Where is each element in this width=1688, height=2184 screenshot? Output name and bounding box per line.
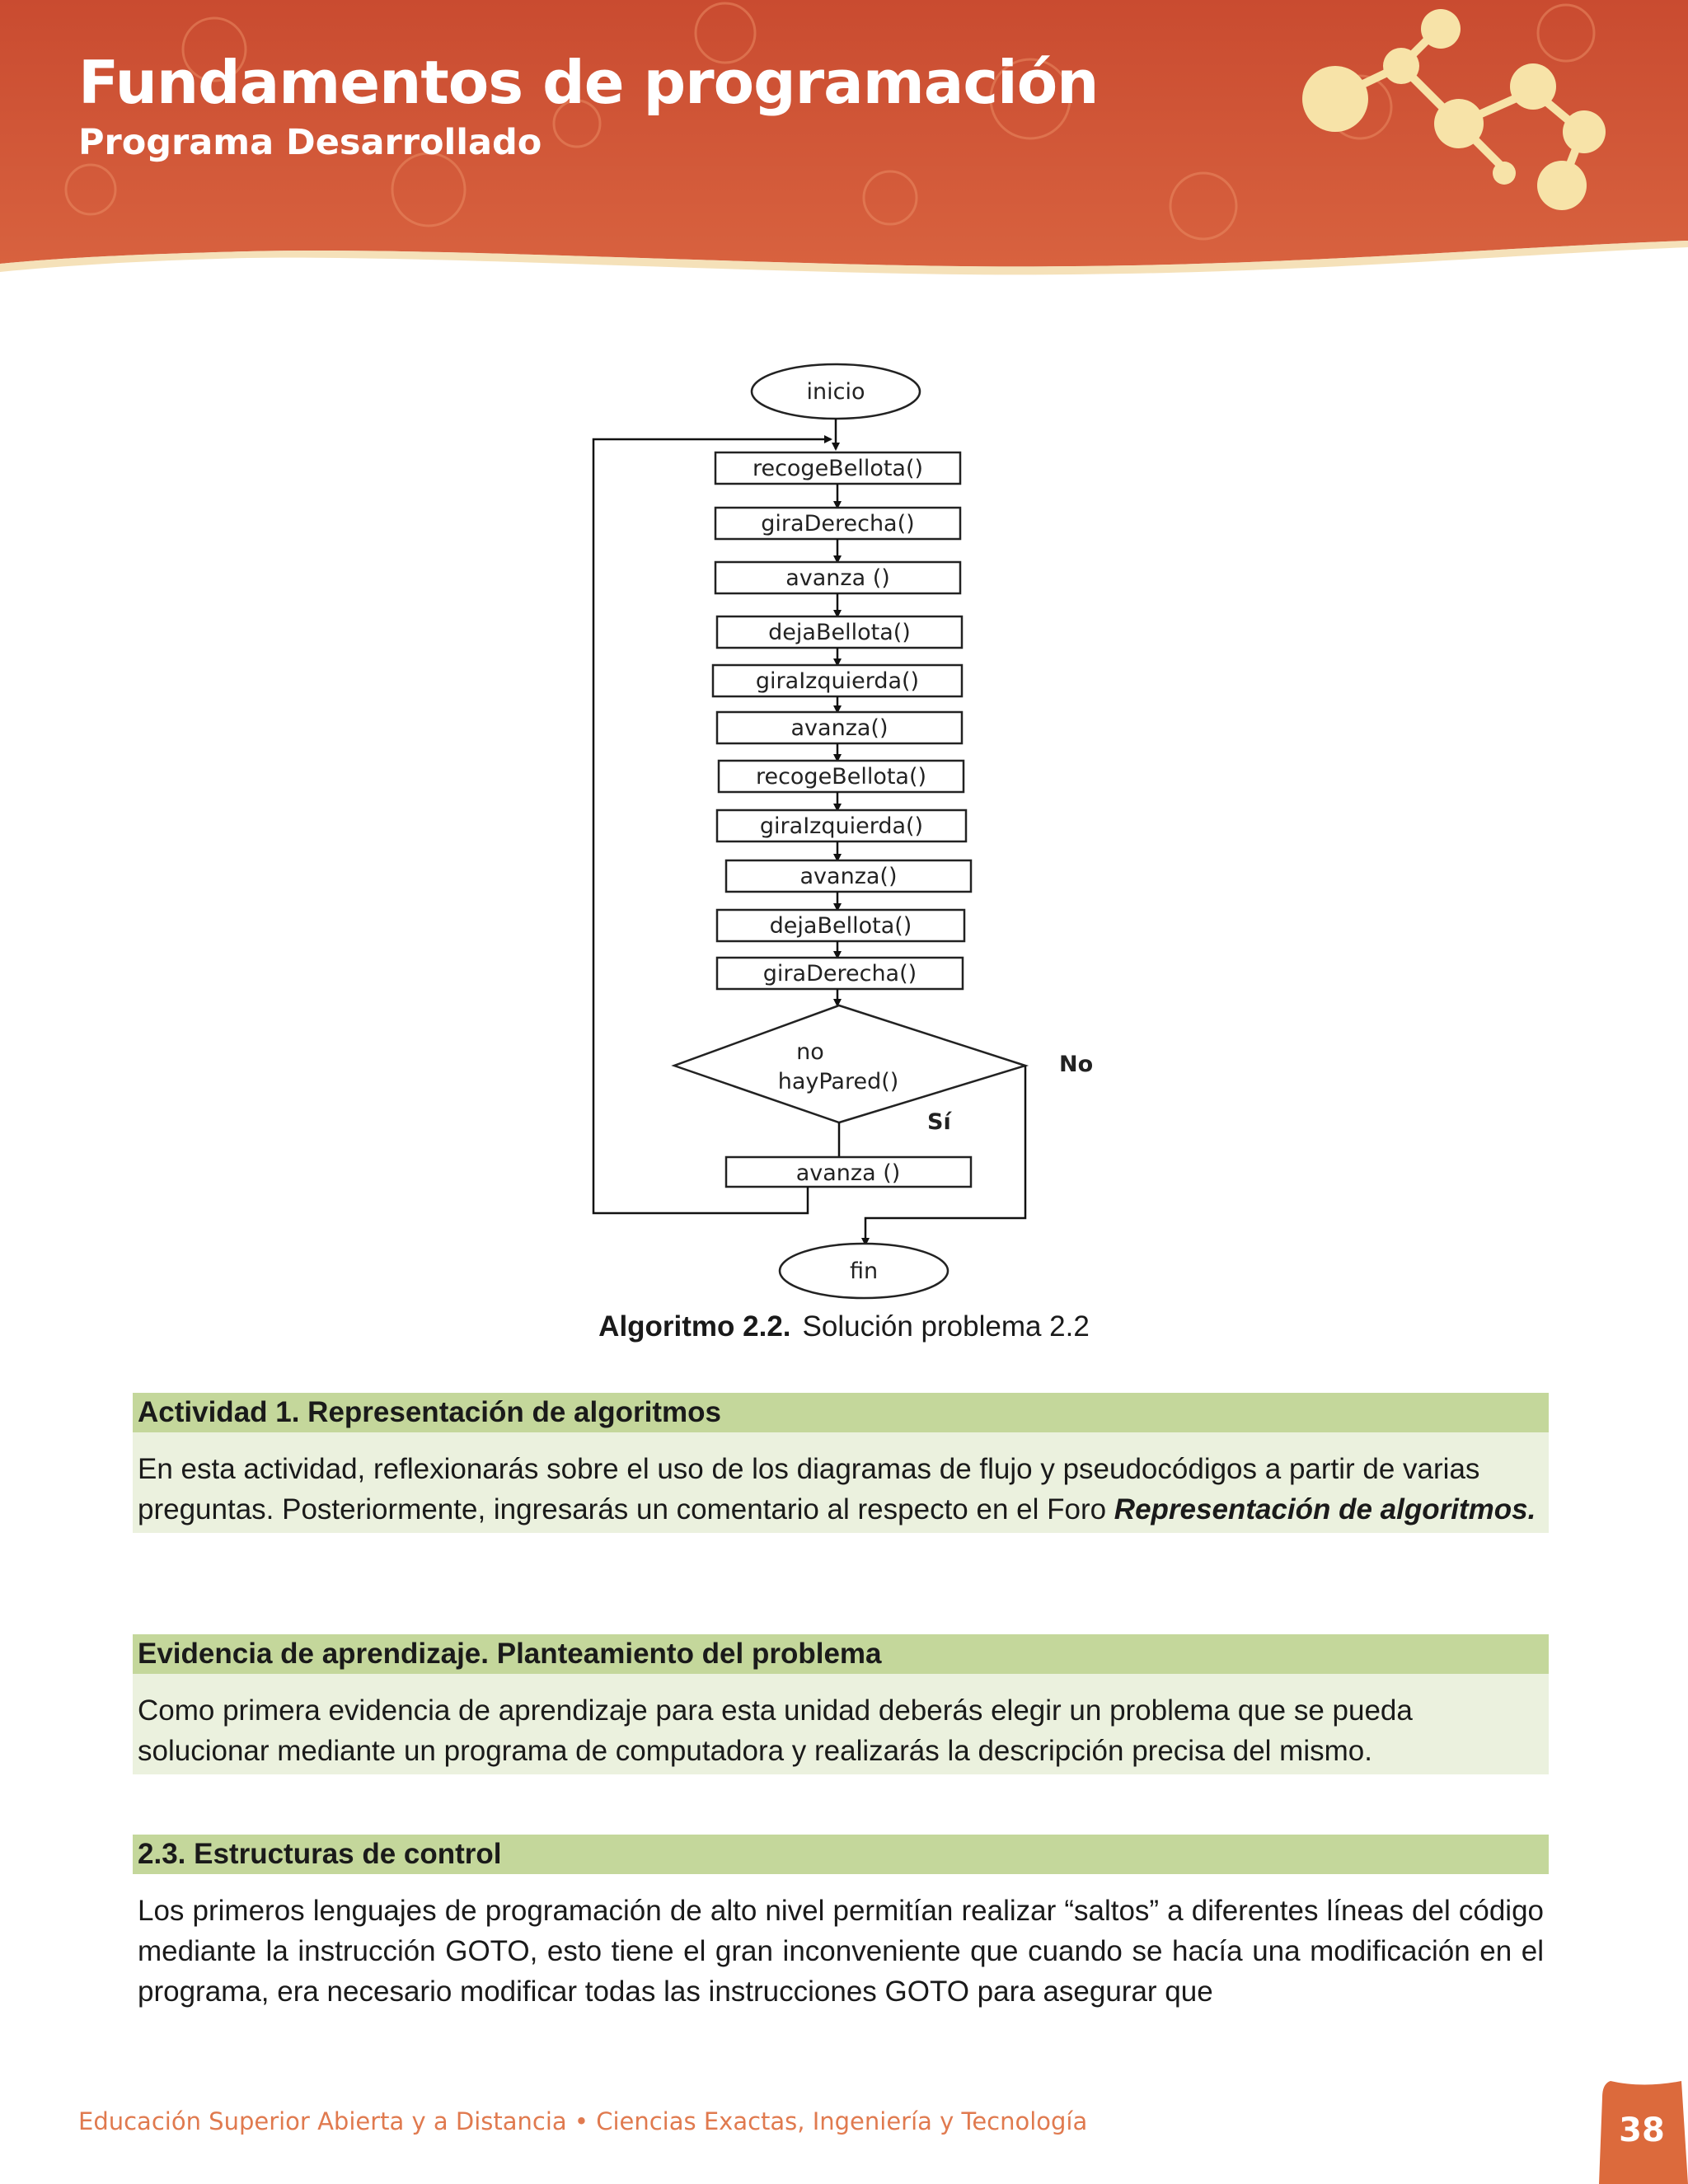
forum-name: Representación de algoritmos. <box>1114 1493 1536 1526</box>
flowchart-step-label: giraIzquierda() <box>756 668 919 694</box>
flowchart-steps: recogeBellota() giraDerecha() avanza () dej… <box>713 452 971 1005</box>
flowchart-step-label: avanza() <box>800 864 898 889</box>
section-2-3-heading: 2.3. Estructuras de control <box>133 1835 1549 1874</box>
flowchart-step: dejaBellota() <box>717 616 962 648</box>
flowchart-end-node: fin <box>780 1244 948 1298</box>
activity-section: Actividad 1. Representación de algoritmo… <box>133 1393 1549 1533</box>
flowchart-step-label: recogeBellota() <box>753 456 923 481</box>
flowchart-step-label: recogeBellota() <box>756 764 926 790</box>
flowchart-start-node: inicio <box>752 364 920 419</box>
flowchart-step: giraDerecha() <box>715 508 960 539</box>
flowchart-step: recogeBellota() <box>715 452 960 484</box>
flowchart-step: avanza() <box>717 712 962 743</box>
flowchart-decision-node: no hayPared() <box>674 1005 1025 1122</box>
caption-text: Solución problema 2.2 <box>803 1310 1090 1343</box>
flowchart-step: dejaBellota() <box>717 910 964 941</box>
flowchart-step: giraIzquierda() <box>717 810 966 841</box>
activity-body: En esta actividad, reflexionarás sobre e… <box>133 1432 1549 1533</box>
flowchart-step-label: avanza () <box>785 565 890 591</box>
flowchart-step: avanza() <box>726 860 971 892</box>
page-number: 38 <box>1599 2111 1685 2149</box>
footer-text: Educación Superior Abierta y a Distancia… <box>78 2107 1087 2135</box>
svg-text:fin: fin <box>850 1258 878 1284</box>
decision-no-label: No <box>1059 1052 1093 1077</box>
flowchart-step: recogeBellota() <box>719 761 964 792</box>
activity-heading: Actividad 1. Representación de algoritmo… <box>133 1393 1549 1432</box>
decision-yes-label: Sí <box>927 1109 952 1135</box>
flowchart-step-label: dejaBellota() <box>770 913 912 939</box>
evidence-body: Como primera evidencia de aprendizaje pa… <box>133 1674 1549 1774</box>
evidence-heading: Evidencia de aprendizaje. Planteamiento … <box>133 1634 1549 1674</box>
section-2-3-paragraph: Los primeros lenguajes de programación d… <box>133 1874 1549 2012</box>
evidence-section: Evidencia de aprendizaje. Planteamiento … <box>133 1634 1549 1774</box>
decision-text-line2: hayPared() <box>778 1069 899 1094</box>
svg-text:avanza (): avanza () <box>796 1160 901 1186</box>
decision-text-line1: no <box>796 1039 824 1065</box>
flowchart-step-label: giraIzquierda() <box>760 813 923 839</box>
control-structures-section: 2.3. Estructuras de control Los primeros… <box>133 1835 1549 2012</box>
flowchart-step: giraDerecha() <box>717 958 963 989</box>
flowchart-loop-step: avanza () <box>726 1157 971 1187</box>
flowchart-step-label: giraDerecha() <box>763 961 917 987</box>
flowchart-step: giraIzquierda() <box>713 665 962 696</box>
figure-caption: Algoritmo 2.2. Solución problema 2.2 <box>0 1310 1688 1343</box>
flowchart-step-label: giraDerecha() <box>761 511 914 537</box>
svg-text:inicio: inicio <box>807 379 865 405</box>
flowchart-diagram: inicio recogeBellota() giraDerecha() avanz… <box>0 0 1688 1335</box>
flowchart-step-label: dejaBellota() <box>768 620 911 645</box>
flowchart-step-label: avanza() <box>791 715 889 741</box>
caption-label: Algoritmo 2.2. <box>598 1310 790 1343</box>
flowchart-step: avanza () <box>715 562 960 593</box>
